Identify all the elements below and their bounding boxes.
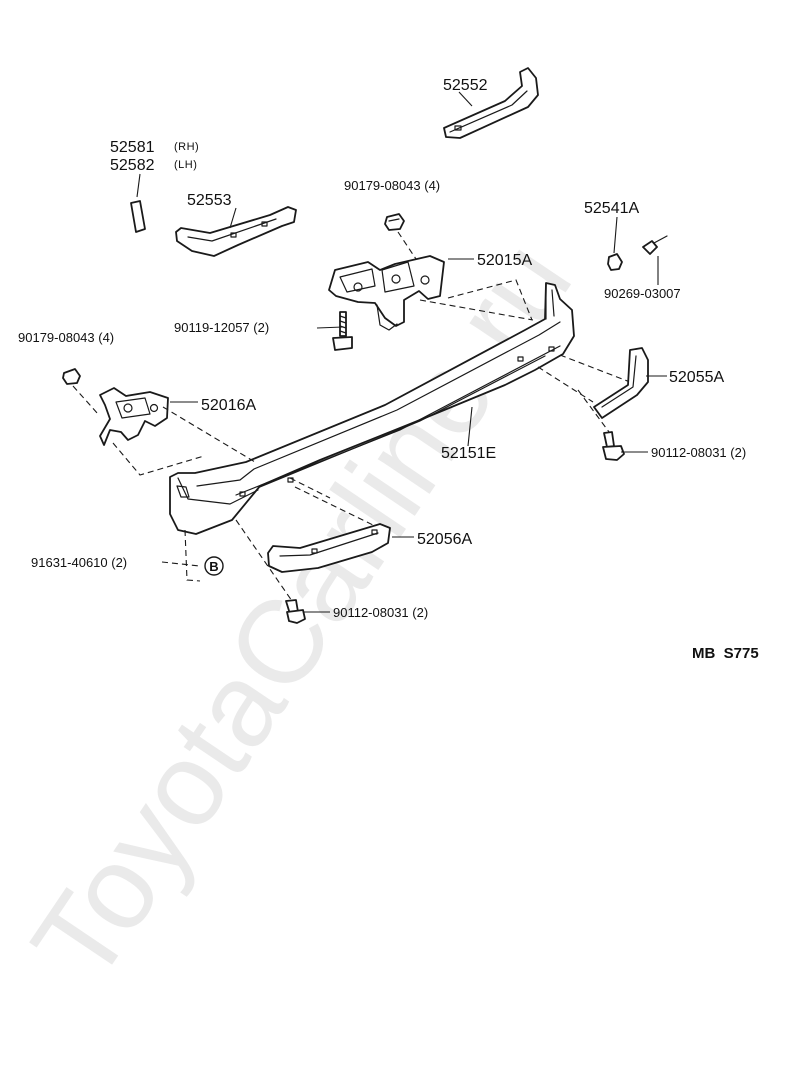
trim-52056A: [267, 523, 391, 573]
nut-90179-top: [384, 213, 405, 231]
label-52581: 52581: [110, 139, 155, 156]
label-90269: 90269-03007: [604, 286, 681, 301]
bolt-90112-bottom: [285, 599, 306, 624]
end-cap-52055A: [593, 347, 649, 419]
label-90179-left: 90179-08043 (4): [18, 330, 114, 345]
fastener-90269: [642, 235, 668, 255]
bolt-90119: [332, 311, 353, 351]
leader-lines: [136, 91, 667, 613]
label-52553: 52553: [187, 192, 232, 209]
label-52151E: 52151E: [441, 445, 496, 462]
label-52056A: 52056A: [417, 531, 472, 548]
label-52541A: 52541A: [584, 200, 639, 217]
label-52581-side: (RH): [174, 141, 199, 153]
bumper-52151E: [169, 282, 575, 535]
ref-circle-B: B: [204, 556, 224, 576]
label-90179-top: 90179-08043 (4): [344, 178, 440, 193]
part-52553: [175, 206, 297, 257]
label-90112-bottom: 90112-08031 (2): [333, 605, 428, 620]
clip-52541A: [607, 253, 623, 271]
bracket-52015A: [328, 255, 445, 331]
label-52582: 52582: [110, 157, 155, 174]
circle-b-text: B: [209, 559, 218, 574]
part-52552: [443, 67, 539, 139]
label-52016A: 52016A: [201, 397, 256, 414]
diagram-code: MB S775: [692, 645, 759, 662]
label-90112-right: 90112-08031 (2): [651, 445, 746, 460]
label-52552: 52552: [443, 77, 488, 94]
label-52582-side: (LH): [174, 159, 197, 171]
label-52055A: 52055A: [669, 369, 724, 386]
label-90119: 90119-12057 (2): [174, 320, 269, 335]
label-52015A: 52015A: [477, 252, 532, 269]
nut-90179-left: [62, 368, 81, 385]
bolt-90112-right: [602, 431, 625, 461]
part-52581: [130, 200, 146, 233]
bracket-52016A: [99, 387, 169, 446]
label-91631: 91631-40610 (2): [31, 555, 127, 570]
